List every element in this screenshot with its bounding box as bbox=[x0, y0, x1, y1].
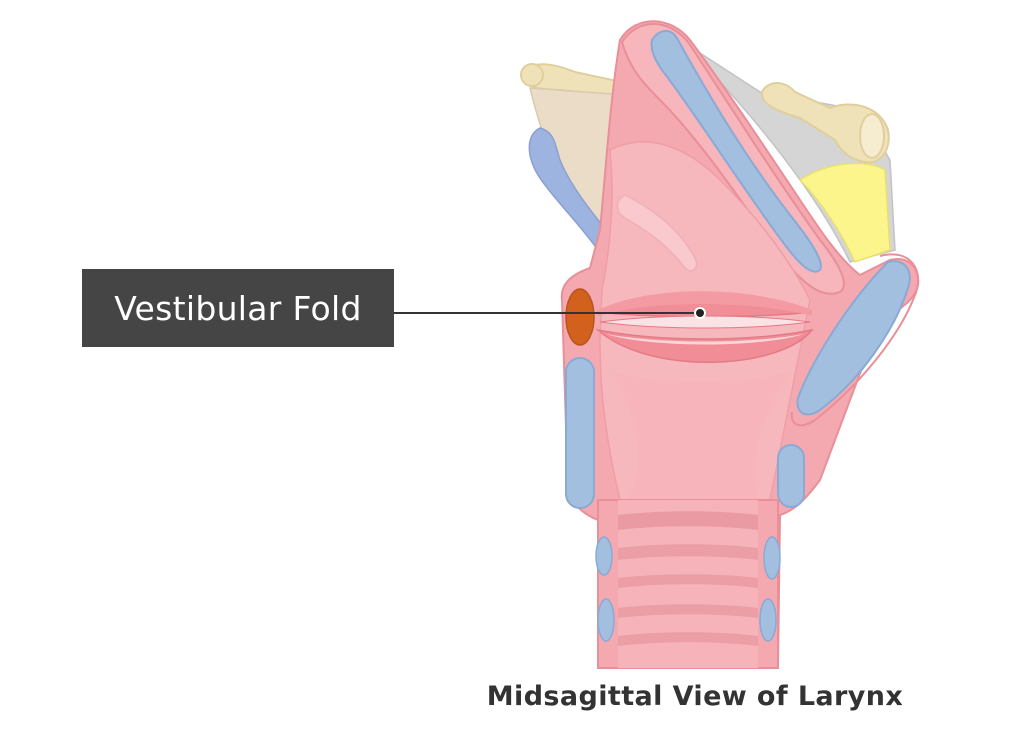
epiglottic-cartilage bbox=[650, 30, 822, 273]
vocal-fold-light bbox=[606, 334, 804, 345]
left-cartilage-long bbox=[565, 357, 595, 509]
tracheal-ring-4 bbox=[618, 604, 758, 618]
vocal-fold bbox=[595, 328, 814, 363]
vestibular-fold-highlight bbox=[565, 288, 595, 346]
laryngeal-ventricle bbox=[599, 315, 811, 329]
hyoid-bone-end bbox=[520, 63, 544, 87]
tracheal-cartilage-left-2 bbox=[597, 598, 615, 642]
tracheal-ring-5 bbox=[618, 632, 758, 646]
hyoid-right-end bbox=[859, 113, 885, 159]
cricoid-cartilage-right bbox=[777, 444, 805, 508]
tracheal-ring-2 bbox=[618, 544, 758, 560]
thyroid-cartilage bbox=[796, 260, 911, 416]
tracheal-cartilage-left-1 bbox=[595, 536, 613, 576]
aryepiglottic-fold bbox=[616, 194, 698, 272]
vestibular-fold-upper-band bbox=[598, 291, 812, 316]
leader-pointer-dot bbox=[694, 307, 706, 319]
tracheal-cartilage-right-2 bbox=[759, 598, 777, 642]
infraglottic-cavity bbox=[612, 372, 790, 510]
hyoid-right bbox=[760, 82, 890, 164]
tracheal-ring-3 bbox=[618, 574, 758, 588]
thyroid-cartilage-outer bbox=[790, 253, 920, 427]
structure-label: Vestibular Fold bbox=[82, 269, 394, 347]
preepiglottic-fat bbox=[798, 162, 891, 263]
diagram-caption: Midsagittal View of Larynx bbox=[486, 681, 904, 712]
tracheal-ring-1 bbox=[618, 511, 758, 530]
tracheal-cartilage-right-1 bbox=[763, 536, 781, 580]
